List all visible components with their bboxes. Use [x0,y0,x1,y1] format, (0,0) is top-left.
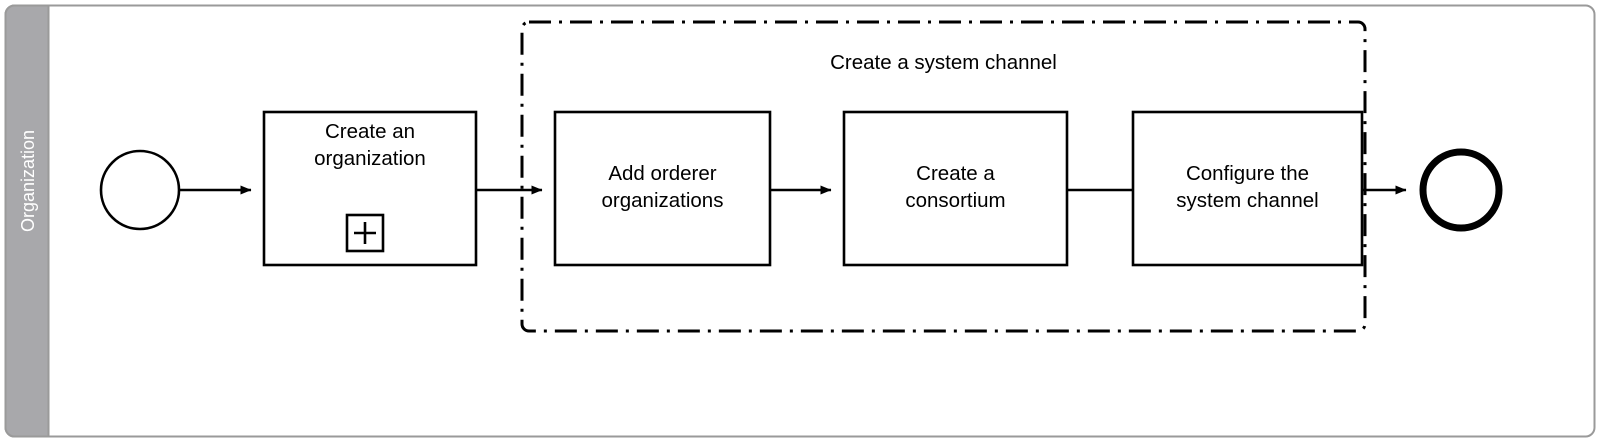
lane-label-organization: Organization [18,129,38,232]
start-event-circle[interactable] [99,149,181,231]
group-boundary [520,20,1367,333]
group-create-a-system-channel [520,20,1367,333]
lane-header-band [4,4,50,438]
end-event-circle[interactable] [1419,148,1503,232]
task-create-a-consortium-box[interactable] [842,110,1069,267]
task-configure-the-system-channel-box[interactable] [1131,110,1364,267]
task-add-orderer-organizations-box[interactable] [553,110,772,267]
collapsed-subprocess-plus-icon [345,213,385,253]
